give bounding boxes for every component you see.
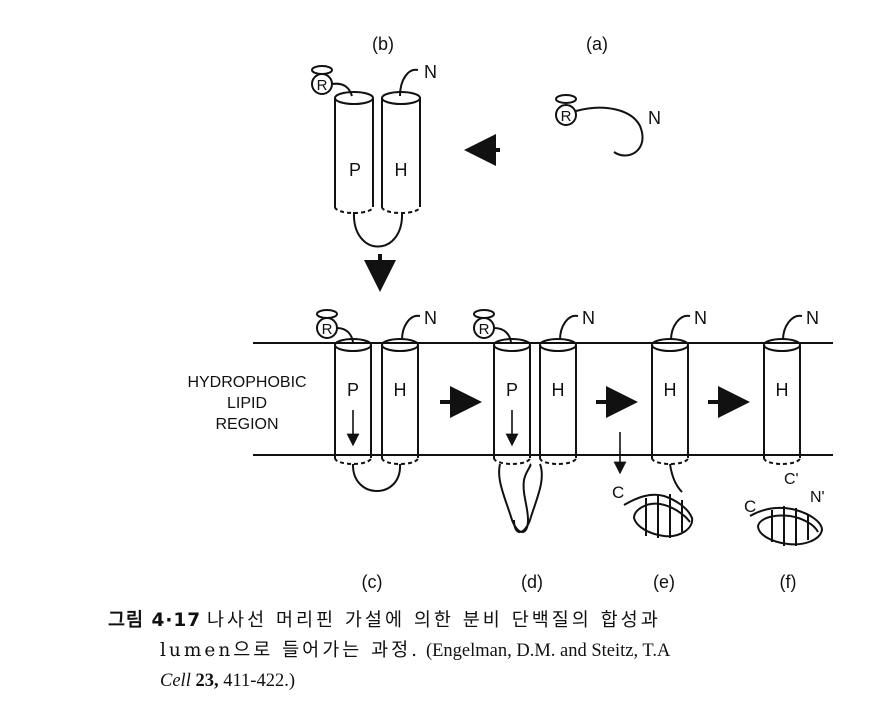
c-label-e: C <box>612 483 624 502</box>
panel-label-e: (e) <box>653 572 675 592</box>
panel-label-a: (a) <box>586 34 608 54</box>
p-label-b: P <box>349 160 361 180</box>
panel-e-folding <box>613 314 694 538</box>
panel-label-b: (b) <box>372 34 394 54</box>
caption-line-3: Cell 23, 411-422.) <box>108 666 848 696</box>
panel-label-c: (c) <box>362 572 383 592</box>
h-label-d: H <box>552 380 565 400</box>
helical-hairpin-diagram: (b) (a) (c) (d) (e) (f) R N <box>187 34 833 592</box>
panel-label-f: (f) <box>780 572 797 592</box>
caption-reference: (Engelman, D.M. and Steitz, T.A <box>425 641 671 661</box>
p-label-c: P <box>347 380 359 400</box>
panel-c-inserted-hairpin <box>316 309 421 492</box>
region-label-line-2: LIPID <box>227 395 267 412</box>
n-prime-label-f: N' <box>810 489 825 506</box>
n-label-d: N <box>582 308 595 328</box>
caption-text-1: 나사선 머리핀 가설에 의한 분비 단백질의 합성과 <box>207 610 661 631</box>
panel-b-hairpin <box>311 65 421 248</box>
n-label-b: N <box>424 62 437 82</box>
panel-f-folded <box>749 314 824 546</box>
caption-line-2: lumen으로 들어가는 과정. (Engelman, D.M. and Ste… <box>108 636 848 666</box>
r-label-a: R <box>561 108 572 125</box>
panel-label-d: (d) <box>521 572 543 592</box>
ribosome-r-circle <box>555 104 577 126</box>
figure-number: 그림 4·17 <box>108 610 202 631</box>
n-label-c: N <box>424 308 437 328</box>
h-label-f: H <box>776 380 789 400</box>
region-label-line-1: HYDROPHOBIC <box>187 374 306 391</box>
figure-caption: 그림 4·17 나사선 머리핀 가설에 의한 분비 단백질의 합성과 lumen… <box>108 606 848 696</box>
c-prime-label-f: C' <box>784 471 799 488</box>
r-label-d: R <box>479 321 490 338</box>
r-label-c: R <box>322 321 333 338</box>
n-label-a: N <box>648 108 661 128</box>
journal-pages: 411-422.) <box>223 671 295 691</box>
journal-volume: 23, <box>195 671 219 691</box>
r-label-b: R <box>317 77 328 94</box>
p-label-d: P <box>506 380 518 400</box>
h-label-e: H <box>664 380 677 400</box>
panel-d-cleavage <box>473 309 579 533</box>
h-label-c: H <box>394 380 407 400</box>
caption-line-1: 그림 4·17 나사선 머리핀 가설에 의한 분비 단백질의 합성과 <box>108 606 848 636</box>
panel-a-nascent-chain <box>555 94 644 157</box>
n-label-f: N <box>806 308 819 328</box>
n-label-e: N <box>694 308 707 328</box>
c-label-f: C <box>744 497 756 516</box>
h-label-b: H <box>395 160 408 180</box>
caption-text-2: lumen으로 들어가는 과정. <box>160 640 421 661</box>
journal-name: Cell <box>160 671 191 691</box>
region-label-line-3: REGION <box>215 416 278 433</box>
